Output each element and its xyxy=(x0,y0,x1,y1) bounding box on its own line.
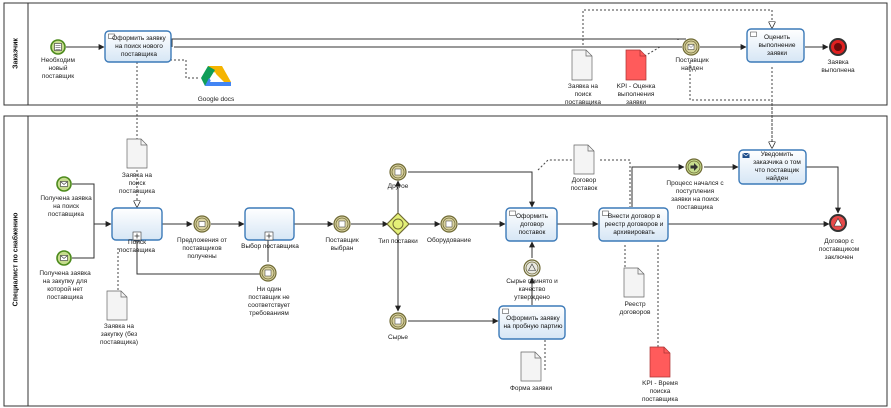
doc-kpi-eval-label: KPI - Оценка выполнения заявки xyxy=(616,83,656,106)
event-other xyxy=(389,163,407,181)
proposals-label: Предложения от поставщиков получены xyxy=(177,237,227,260)
event-none-fits xyxy=(259,264,277,282)
event-supplier-chosen xyxy=(333,215,351,233)
event-supplier-found xyxy=(682,38,700,56)
end-event-done xyxy=(829,38,847,56)
task-evaluate-label: Оценить выполнение заявки xyxy=(758,33,796,57)
doc-search-request-1-label: Заявка на поиск поставщика xyxy=(119,172,155,195)
supplier-chosen-label: Поставщик выбран xyxy=(325,237,359,252)
task-make-request-label: Оформить заявку на поиск нового поставщи… xyxy=(112,34,166,58)
doc-search-request-1 xyxy=(126,138,148,169)
process-started-label: Процесс начался с поступления заявки на … xyxy=(666,180,724,211)
doc-search-request-2-label: Заявка на поиск поставщика xyxy=(565,83,601,106)
doc-purchase-request xyxy=(106,290,128,321)
task-notify[interactable] xyxy=(738,149,807,185)
event-raw-accepted xyxy=(523,259,541,277)
doc-purchase-request-label: Заявка на закупку (без поставщика) xyxy=(99,323,139,346)
doc-search-request-2 xyxy=(571,49,593,81)
doc-request-form xyxy=(520,351,542,382)
supplier-found-label: Поставщик найден xyxy=(675,57,709,72)
task-make-request[interactable] xyxy=(104,30,172,63)
end-event-contract xyxy=(829,214,847,232)
none-fits-label: Ни один поставщик не соответствует требо… xyxy=(247,286,291,317)
event-equipment xyxy=(440,215,458,233)
start-event-need xyxy=(50,39,66,55)
contract-done-label: Договор с поставщиком заключен xyxy=(818,238,860,261)
start-request-label: Получена заявка на поиск поставщика xyxy=(40,195,92,218)
start-event-purchase xyxy=(56,250,72,266)
doc-supply-contract-label: Договор поставок xyxy=(570,177,598,192)
task-search-label: Поиск поставщика xyxy=(119,239,155,254)
raw-accepted-label: Сырье принято и качество утверждено xyxy=(506,278,558,301)
event-proposals xyxy=(193,215,211,233)
gateway-label: Тип поставки xyxy=(378,238,418,245)
doc-kpi-time xyxy=(649,346,671,378)
event-process-started xyxy=(685,158,703,176)
doc-kpi-time-label: KPI - Время поиска поставщика xyxy=(642,380,678,403)
task-contract[interactable] xyxy=(505,207,558,242)
task-register[interactable] xyxy=(598,207,669,242)
google-docs-label: Google docs xyxy=(197,96,235,103)
doc-request-form-label: Форма заявки xyxy=(509,385,553,392)
task-select-label: Выбор поставщика xyxy=(241,243,299,250)
task-evaluate[interactable] xyxy=(746,28,805,63)
task-register-label: Внести договор в реестр договоров и архи… xyxy=(604,212,664,236)
raw-label: Сырье xyxy=(388,334,408,341)
task-notify-label: Уведомить заказчика о том что поставщик … xyxy=(753,151,801,182)
doc-supply-contract xyxy=(573,144,595,175)
start-event-request xyxy=(56,176,72,192)
task-contract-label: Оформить договор поставок xyxy=(515,212,549,236)
task-trial-label: Оформить заявку на пробную партию xyxy=(503,314,563,330)
request-done-label: Заявка выполнена xyxy=(821,59,855,74)
lane-procurement-label: Специалист по снабжению xyxy=(12,212,20,307)
start-need-label: Необходим новый поставщик xyxy=(41,57,75,80)
task-select[interactable] xyxy=(244,207,295,241)
lane-customer-label: Заказчик xyxy=(12,38,20,69)
gateway-supply-type xyxy=(386,212,410,236)
other-label: Другое xyxy=(387,183,409,190)
task-search[interactable] xyxy=(111,207,163,241)
event-raw xyxy=(389,312,407,330)
doc-contract-registry xyxy=(623,267,645,298)
google-docs-icon xyxy=(201,66,231,86)
task-trial[interactable] xyxy=(498,305,566,340)
doc-contract-registry-label: Реестр договоров xyxy=(619,301,651,316)
sequence-flows xyxy=(66,38,841,324)
doc-kpi-eval xyxy=(625,49,647,81)
start-purchase-label: Получена заявка на закупку для которой н… xyxy=(39,270,91,301)
equipment-label: Оборудование xyxy=(426,237,472,244)
